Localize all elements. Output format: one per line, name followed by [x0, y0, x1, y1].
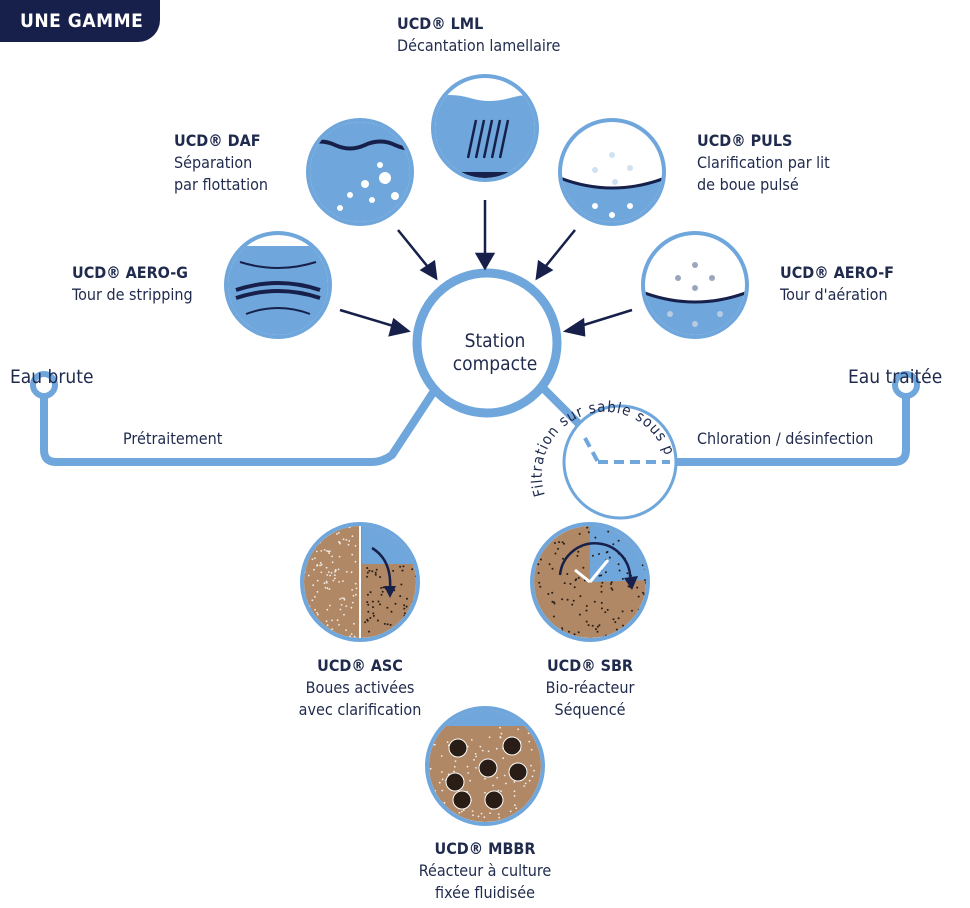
filtration-circle — [562, 404, 678, 520]
arrows — [339, 200, 633, 337]
asc-circle-icon — [300, 522, 420, 642]
raw-water-label: Eau brute — [10, 366, 94, 388]
puls-circle-icon — [558, 118, 666, 226]
mbbr-circle-icon — [425, 706, 545, 826]
pretreatment-label: Prétraitement — [123, 429, 223, 448]
treated-water-label: Eau traitée — [848, 366, 943, 388]
lml-circle-icon — [431, 74, 539, 182]
inlet-port-icon — [30, 371, 58, 399]
outlet-port-icon — [892, 371, 920, 399]
station-label: Station compacte — [452, 330, 538, 375]
aero-g-circle-icon — [224, 231, 332, 339]
daf-circle-icon — [306, 118, 414, 226]
chlorination-label: Chloration / désinfection — [697, 429, 874, 448]
section-tag: UNE GAMME — [0, 0, 160, 42]
sbr-circle-icon — [530, 522, 650, 642]
aero-f-circle-icon — [641, 231, 749, 339]
station-circle — [412, 268, 562, 418]
main-pipe — [40, 381, 910, 466]
